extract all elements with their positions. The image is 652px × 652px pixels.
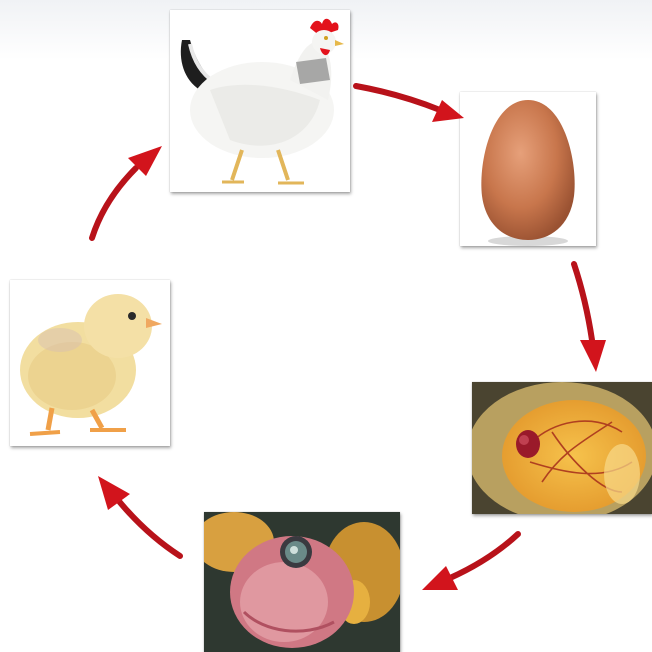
hen-card — [170, 10, 350, 192]
arrow-embryo-early-to-embryo-late — [422, 534, 518, 590]
embryo-late-card — [204, 512, 400, 652]
chick-image — [10, 280, 170, 446]
embryo-early-image — [472, 382, 652, 514]
arrow-egg-to-embryo-early — [574, 264, 606, 372]
chick-card — [10, 280, 170, 446]
arrow-hen-to-egg — [356, 86, 464, 122]
embryo-late-image — [204, 512, 400, 652]
hen-image — [170, 10, 350, 192]
egg-image — [460, 92, 596, 246]
arrow-chick-to-hen — [92, 146, 162, 238]
embryo-early-card — [472, 382, 652, 514]
egg-card — [460, 92, 596, 246]
arrow-embryo-late-to-chick — [98, 476, 180, 556]
